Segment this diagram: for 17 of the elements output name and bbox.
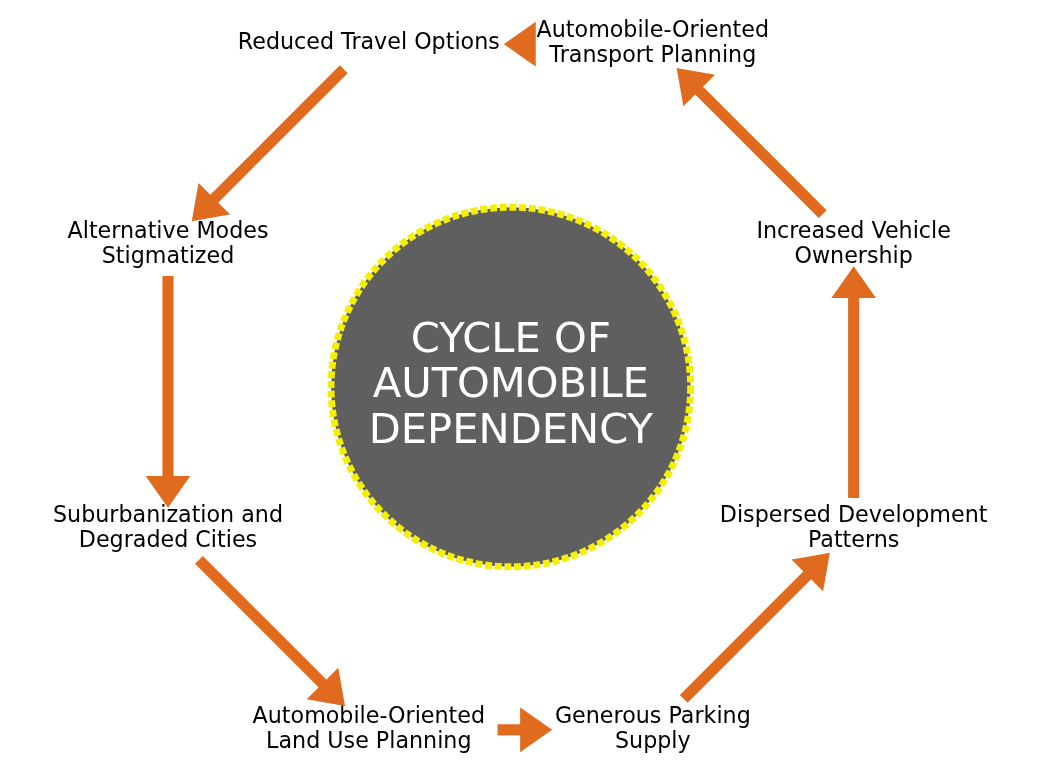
node-text: Suburbanization and Degraded Cities (52, 500, 284, 552)
node-text: Alternative Modes Stigmatized (67, 216, 269, 268)
node-text: Automobile-Oriented Land Use Planning (252, 701, 486, 753)
arrow (191, 65, 348, 222)
arrow (195, 556, 346, 706)
arrow (831, 266, 876, 499)
node-circle: CYCLE OF AUTOMOBILE DEPENDENCY (327, 203, 695, 571)
node-text: Reduced Travel Options (237, 28, 500, 55)
arrow (679, 552, 830, 703)
node-text: Dispersed Development Patterns (719, 500, 988, 552)
arrow (497, 707, 553, 753)
arrow (503, 21, 536, 67)
arrow (145, 275, 191, 508)
node-text: Automobile-Oriented Transport Planning (536, 15, 770, 67)
arrow (676, 67, 827, 218)
node-text: Generous Parking Supply (554, 701, 751, 753)
node-text: Increased Vehicle Ownership (756, 216, 951, 268)
